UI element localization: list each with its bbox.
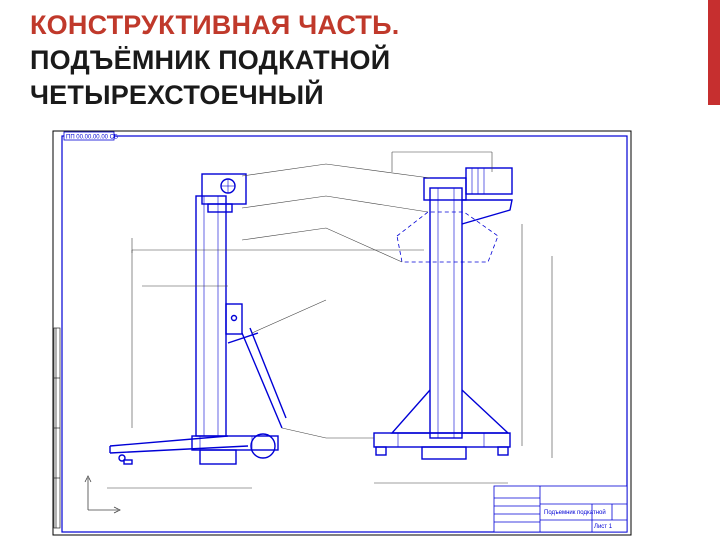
lifter-side-view-icon bbox=[109, 173, 287, 465]
title-line-2: ПОДЪЁМНИК ПОДКАТНОЙ bbox=[30, 45, 391, 75]
titleblock-sheet: Лист 1 bbox=[594, 524, 613, 530]
title-block-icon bbox=[493, 485, 628, 533]
sheet-inner-frame bbox=[61, 135, 628, 533]
axis-marker-icon bbox=[84, 475, 121, 514]
engineering-drawing: ПП 00.00.00.00 СБ bbox=[52, 128, 634, 538]
lifter-front-view-icon bbox=[373, 167, 513, 460]
slide-title: КОНСТРУКТИВНАЯ ЧАСТЬ. ПОДЪЁМНИК ПОДКАТНО… bbox=[30, 8, 670, 113]
title-line-1: КОНСТРУКТИВНАЯ ЧАСТЬ. bbox=[30, 10, 400, 40]
stamp-label: ПП 00.00.00.00 СБ bbox=[66, 135, 118, 141]
callout-lines bbox=[107, 151, 553, 489]
accent-bar bbox=[708, 0, 720, 105]
corner-stamp: ПП 00.00.00.00 СБ bbox=[63, 131, 118, 141]
title-line-3: ЧЕТЫРЕХСТОЕЧНЫЙ bbox=[30, 80, 324, 110]
titleblock-name: Подъемник подкатной bbox=[544, 509, 606, 516]
sheet-outer-frame bbox=[52, 130, 632, 536]
drawing-svg: ПП 00.00.00.00 СБ bbox=[52, 130, 632, 536]
